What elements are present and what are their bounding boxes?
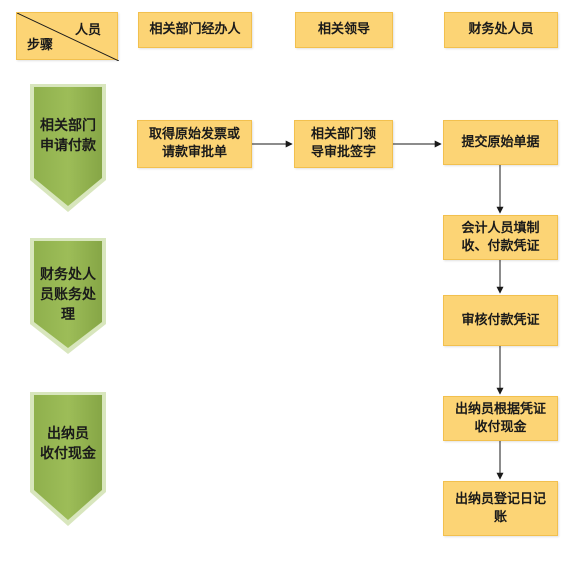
node-cashier-pay: 出纳员根据凭证收付现金 [443, 396, 558, 441]
node-fill-vouchers: 会计人员填制收、付款凭证 [443, 215, 558, 260]
node-leader-approval: 相关部门领导审批签字 [294, 120, 393, 168]
step-chevron-2 [30, 238, 106, 354]
header-corner-cell: 人员 步骤 [16, 12, 119, 61]
step-label-1: 相关部门申请付款 [40, 118, 96, 154]
step-label-2: 财务处人员账务处理 [40, 267, 96, 323]
node-review-voucher: 审核付款凭证 [443, 295, 558, 346]
column-header-finance-staff: 财务处人员 [444, 12, 558, 48]
corner-row-label: 步骤 [27, 38, 54, 53]
column-header-leader: 相关领导 [295, 12, 393, 48]
node-cashier-journal: 出纳员登记日记账 [443, 481, 558, 536]
corner-diagonal-line [17, 13, 119, 61]
node-obtain-invoice: 取得原始发票或请款审批单 [137, 120, 252, 168]
column-header-dept-handler: 相关部门经办人 [138, 12, 252, 48]
step-chevron-3 [30, 392, 106, 526]
node-submit-documents: 提交原始单据 [443, 120, 558, 165]
corner-column-label: 人员 [74, 23, 101, 38]
step-label-3: 出纳员收付现金 [40, 426, 96, 462]
step-chevron-1 [30, 84, 106, 212]
